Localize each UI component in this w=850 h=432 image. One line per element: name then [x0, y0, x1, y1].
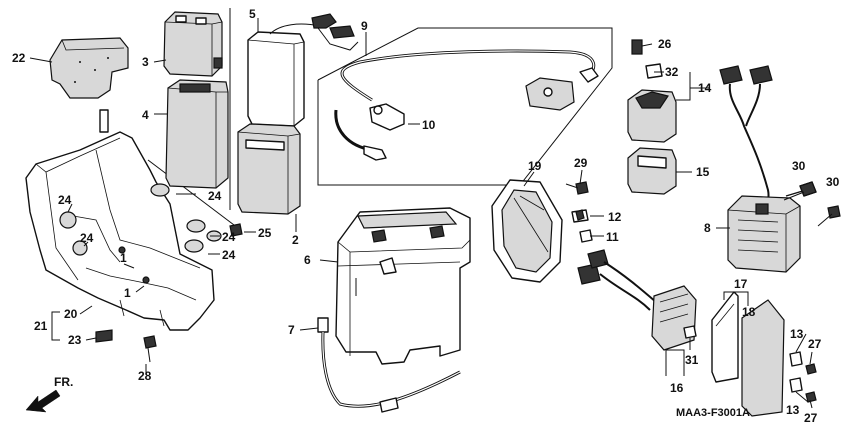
callout-28: 28	[138, 369, 152, 383]
fuse-box-small-parts	[565, 181, 593, 243]
battery-tray	[25, 109, 215, 331]
callout-25: 25	[258, 226, 272, 240]
relay-harness	[719, 65, 773, 213]
callout-7: 7	[288, 323, 295, 337]
connector-box	[163, 11, 223, 77]
regulator-rectifier	[727, 195, 801, 273]
callout-11: 11	[606, 230, 619, 244]
fuse-box-cover	[491, 179, 563, 283]
callout-16: 16	[670, 381, 684, 395]
callout-27-lower: 27	[804, 411, 818, 425]
relay-unit	[247, 13, 359, 127]
callout-13-upper: 13	[790, 327, 804, 341]
callout-24-lower: 24	[222, 248, 236, 262]
callout-22: 22	[12, 51, 26, 65]
side-cover-set	[711, 291, 817, 417]
callout-26: 26	[658, 37, 672, 51]
callout-2: 2	[292, 233, 299, 247]
callout-27-upper: 27	[808, 337, 822, 351]
front-direction-arrow: FR.	[25, 375, 73, 413]
callout-1-upper: 1	[120, 251, 127, 265]
callout-24-right: 24	[222, 230, 236, 244]
relay-stack	[627, 39, 677, 195]
band-and-bolt	[95, 329, 157, 363]
control-module	[165, 79, 229, 189]
callout-32: 32	[665, 65, 679, 79]
callout-labels: 22 3 4 5 9 26 32 14 10 19 29 30 30 15 8 …	[12, 7, 840, 425]
leader-lines	[29, 18, 813, 409]
callout-20: 20	[64, 307, 78, 321]
bolt-25	[229, 223, 243, 237]
callout-31: 31	[685, 353, 699, 367]
callout-5: 5	[249, 7, 256, 21]
callout-19: 19	[528, 159, 542, 173]
callout-21: 21	[34, 319, 48, 333]
callout-12: 12	[608, 210, 622, 224]
callout-15: 15	[696, 165, 710, 179]
callout-8: 8	[704, 221, 711, 235]
callout-24-top: 24	[208, 189, 222, 203]
callout-4: 4	[142, 108, 149, 122]
front-direction-label: FR.	[54, 375, 73, 389]
callout-6: 6	[304, 253, 311, 267]
callout-1-lower: 1	[124, 286, 131, 300]
callout-10: 10	[422, 118, 436, 132]
battery-cable	[334, 49, 599, 161]
grommet-set	[59, 183, 222, 256]
callout-30-upper: 30	[792, 159, 806, 173]
callout-13-lower: 13	[786, 403, 800, 417]
callout-14: 14	[698, 81, 712, 95]
harness-group-frame	[317, 27, 613, 186]
callout-9: 9	[361, 19, 368, 33]
callout-23: 23	[68, 333, 82, 347]
breather-tube	[317, 317, 461, 413]
module-case	[237, 123, 301, 215]
callout-24-mid: 24	[80, 231, 94, 245]
callout-17: 17	[734, 277, 748, 291]
callout-30-right: 30	[826, 175, 840, 189]
diagram-code: MAA3-F3001A	[676, 407, 750, 419]
bolt-30-pair	[783, 181, 841, 227]
fuse-harness	[577, 249, 697, 351]
callout-29: 29	[574, 156, 588, 170]
callout-24-left: 24	[58, 193, 72, 207]
bracket-stay	[49, 37, 129, 99]
callout-18: 18	[742, 305, 756, 319]
battery	[335, 207, 471, 365]
callout-3: 3	[142, 55, 149, 69]
